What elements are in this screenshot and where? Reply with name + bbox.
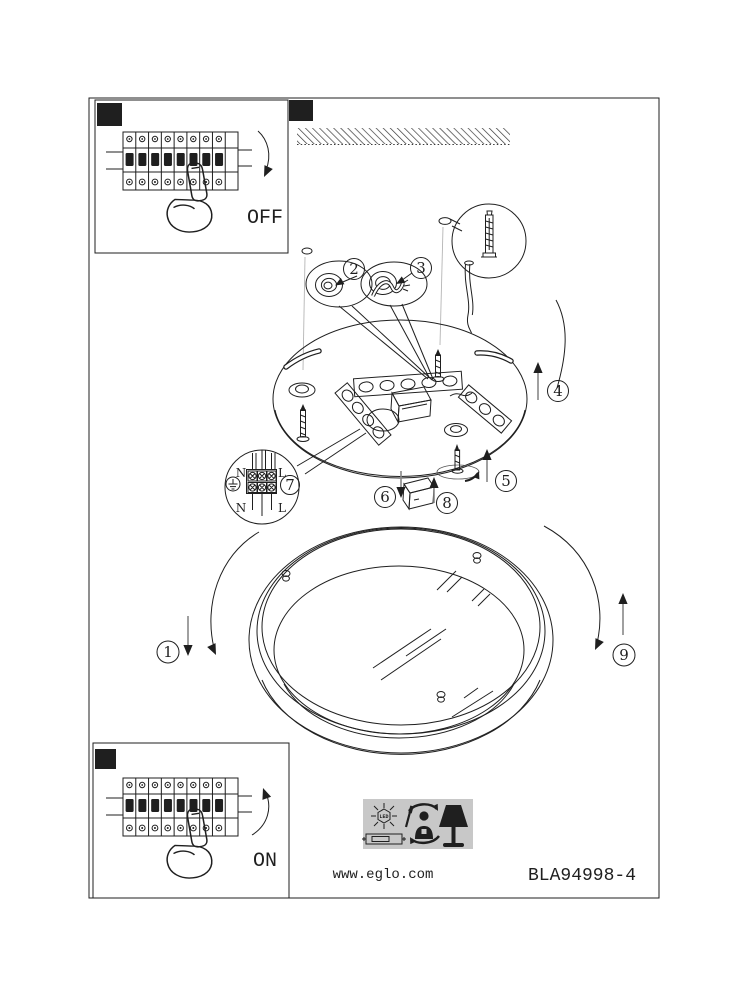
- rim-screw-knob: [472, 552, 482, 564]
- off-label: OFF: [247, 207, 283, 230]
- article-code: BLA94998-4: [528, 866, 636, 886]
- ceiling-hole: [438, 217, 452, 225]
- ceiling-hatch: [297, 128, 510, 145]
- led-gear-tray: [334, 370, 513, 446]
- registration-mark: [97, 103, 122, 126]
- step-1-badge: 1: [156, 640, 180, 664]
- step-6-arrow: [396, 471, 406, 498]
- cable-hole: [366, 408, 400, 432]
- clip-part: [402, 477, 435, 511]
- step-8-arrow: [429, 477, 439, 503]
- fixing-screw: [436, 444, 483, 482]
- step-5-number: 5: [501, 472, 511, 490]
- terminal-l-top: L: [278, 466, 286, 480]
- step-1-arrow: [183, 616, 193, 656]
- mounting-screw: [431, 349, 445, 382]
- grommet-detail-2: 2: [305, 258, 433, 381]
- step-2-badge: 2: [343, 258, 365, 280]
- step-7-badge: 7: [280, 475, 300, 495]
- led-strip: [352, 370, 464, 398]
- step-9-badge: 9: [612, 643, 636, 667]
- step-5-badge: 5: [495, 470, 517, 492]
- step-4-arrow: [533, 362, 543, 400]
- step-4-number: 4: [553, 382, 563, 400]
- led-tube-icon: [362, 833, 406, 845]
- glass-reflections: [372, 570, 494, 718]
- step-3-number: 3: [416, 259, 426, 277]
- plate-rim: [274, 409, 526, 477]
- on-label: ON: [253, 850, 277, 873]
- guide-line: [302, 256, 306, 371]
- step-8-badge: 8: [436, 492, 458, 514]
- step-4-badge: 4: [547, 380, 569, 402]
- step-2-number: 2: [349, 260, 359, 278]
- screwdriver-icon: [404, 811, 412, 828]
- wire: [449, 392, 473, 397]
- rotate-arrow-right: [543, 525, 604, 652]
- step-7-number: 7: [285, 476, 295, 494]
- terminal-detail: N L N L: [224, 428, 367, 525]
- glass-diffuser: [273, 565, 525, 735]
- circuit-breaker-panel: [106, 132, 252, 190]
- terminal-l-bottom: L: [278, 501, 286, 515]
- power-on-inset: ON: [92, 742, 290, 899]
- led-hexagon-label: LED: [379, 814, 388, 820]
- website-text: www.eglo.com: [333, 867, 434, 883]
- rim-screw-knob: [436, 691, 446, 703]
- person-replace-icon: [404, 803, 441, 845]
- registration-mark: [95, 749, 116, 769]
- screw-boss: [444, 423, 468, 437]
- icon-strip: LED: [362, 799, 473, 849]
- power-off-inset: OFF: [94, 99, 289, 254]
- earth-icon: [225, 476, 241, 492]
- lamp-silhouette-icon: [439, 805, 468, 847]
- lamp-body: [248, 526, 554, 755]
- step-5-arrow: [482, 449, 492, 482]
- step-9-number: 9: [619, 646, 629, 664]
- grommet-detail-3: 3: [360, 257, 434, 380]
- body-shading: [261, 679, 541, 755]
- guide-line: [439, 226, 444, 346]
- mounting-screw: [296, 404, 310, 442]
- terminal-block: [246, 469, 277, 494]
- terminal-n-bottom: N: [236, 501, 247, 515]
- led-replace-icon: LED: [362, 803, 406, 845]
- switch-on-arrow-icon: [251, 786, 272, 836]
- mains-cable: [464, 260, 474, 334]
- step-9-arrow: [618, 593, 628, 635]
- terminal-wires: [252, 450, 276, 516]
- rotate-arrow-left: [207, 531, 260, 657]
- page-frame: [88, 97, 660, 899]
- step-6-number: 6: [380, 488, 390, 506]
- step-8-number: 8: [442, 494, 452, 512]
- ceiling-hole: [301, 247, 313, 255]
- mounting-plate: [272, 319, 528, 479]
- wall-plug-detail: [449, 203, 527, 279]
- screw-boss: [288, 382, 316, 398]
- led-strip: [457, 384, 513, 434]
- registration-mark: [289, 100, 313, 121]
- switch-off-arrow-icon: [257, 130, 273, 179]
- step-1-number: 1: [163, 643, 173, 661]
- step-3-badge: 3: [410, 257, 432, 279]
- step-6-badge: 6: [374, 486, 396, 508]
- led-strip: [334, 382, 392, 446]
- wall-plug-icon: [481, 210, 497, 258]
- terminal-n-top: N: [236, 466, 247, 480]
- wire: [555, 299, 566, 389]
- circuit-breaker-panel: [106, 778, 252, 836]
